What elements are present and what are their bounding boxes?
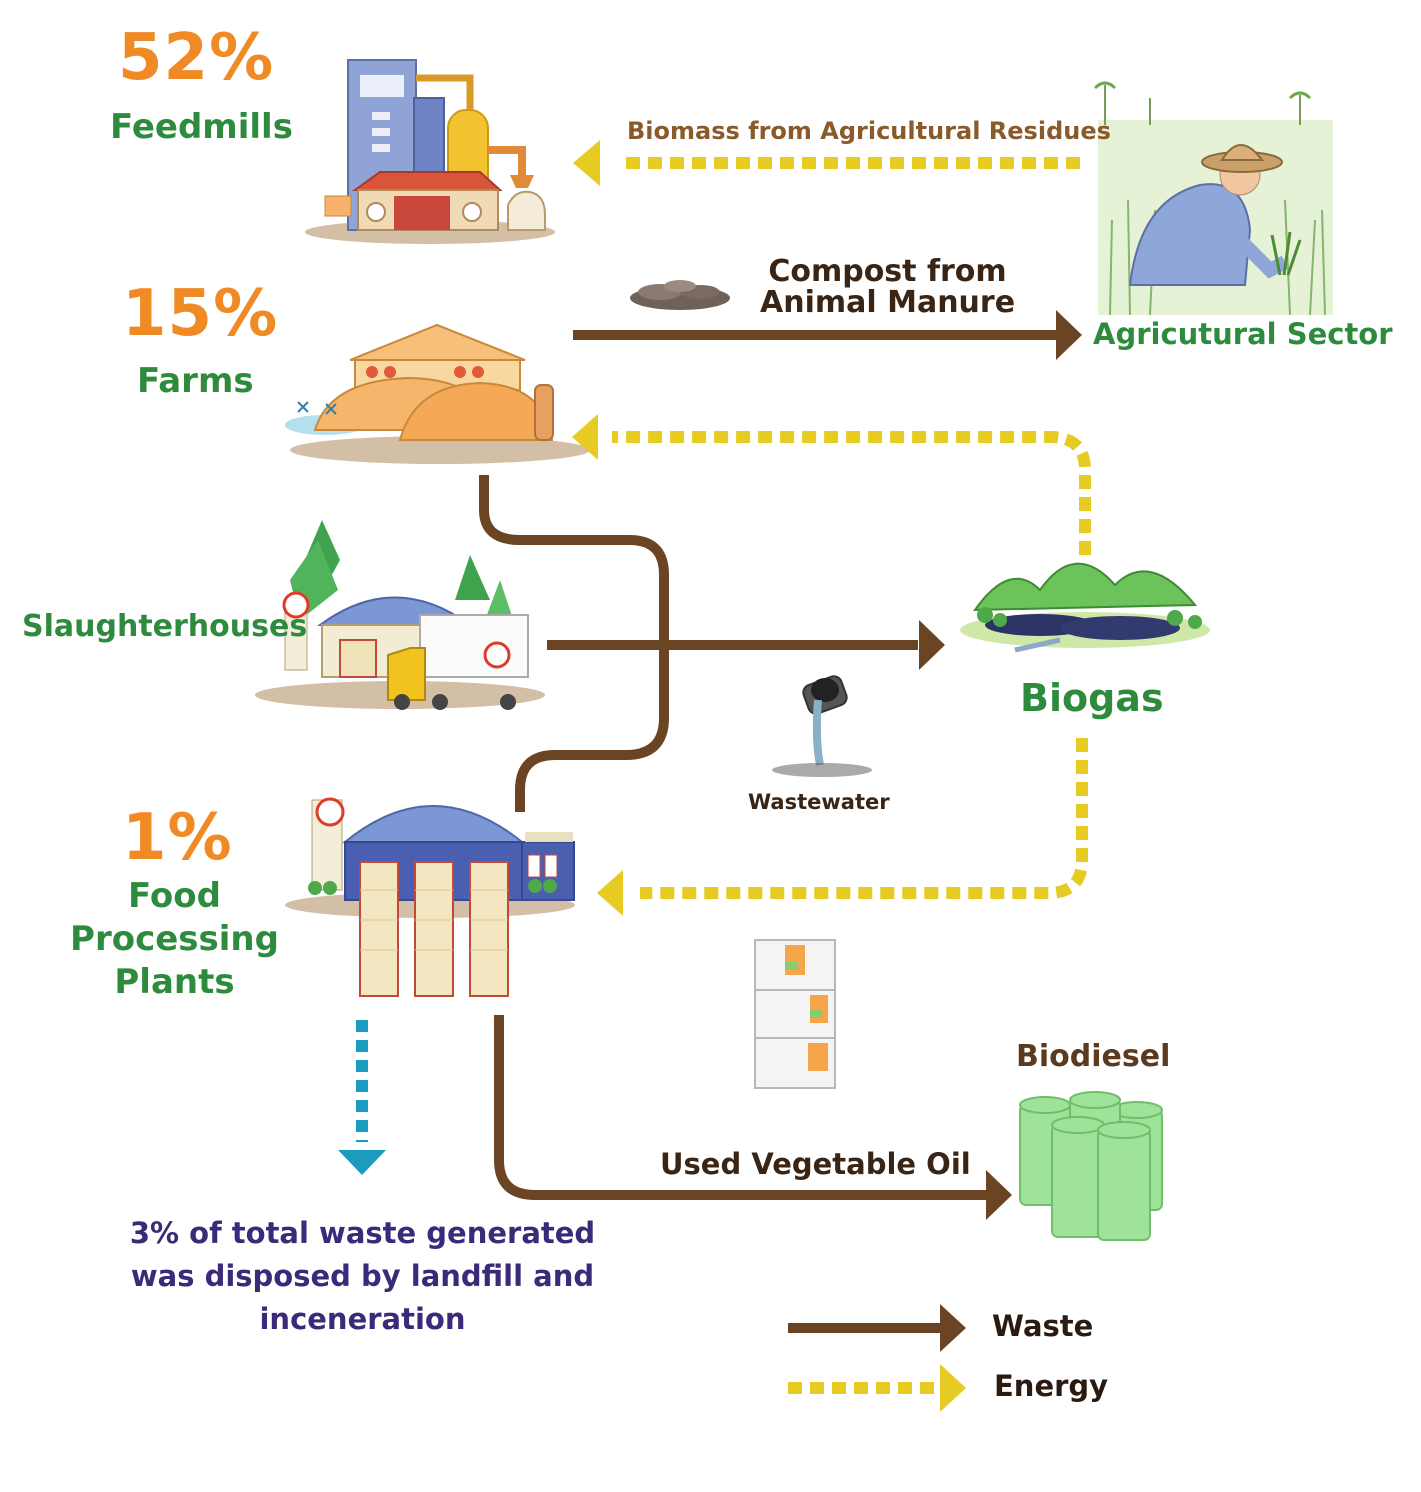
farms-waste-line	[479, 475, 669, 812]
landfill-note-line-2: was disposed by landfill and	[130, 1259, 595, 1293]
biodiesel-label: Biodiesel	[1016, 1039, 1171, 1074]
biogas-to-farms-energy-arrow	[612, 431, 1091, 555]
food-plants-line-2: Processing	[70, 919, 279, 959]
wastewater-pipe-icon	[772, 675, 872, 777]
feedmills-percent: 52%	[118, 21, 275, 95]
legend-energy-label: Energy	[994, 1369, 1109, 1403]
farm-icon	[285, 323, 590, 464]
slaughterhouse-waste-arrowhead	[919, 620, 945, 670]
slaughterhouse-icon	[255, 520, 545, 710]
biogas-label: Biogas	[1020, 676, 1164, 720]
compost-waste-arrowhead	[1056, 310, 1082, 360]
used-oil-waste-arrow	[494, 1015, 988, 1200]
food-plants-percent: 1%	[122, 801, 233, 875]
farmer-field-icon	[1093, 81, 1333, 316]
compost-line-2: Animal Manure	[760, 285, 1016, 320]
used-oil-waste-arrowhead	[986, 1170, 1012, 1220]
compost-flow-label: Compost from Animal Manure	[760, 256, 1015, 318]
farms-label: Farms	[137, 361, 254, 401]
biogas-to-plants-energy-arrow	[640, 738, 1088, 899]
biomass-flow-label: Biomass from Agricultural Residues	[627, 117, 1111, 145]
biomass-energy-arrowhead	[573, 140, 600, 186]
slaughterhouses-label: Slaughterhouses	[22, 609, 308, 644]
farms-percent: 15%	[122, 277, 279, 351]
landfill-note: 3% of total waste generated was disposed…	[120, 1212, 605, 1341]
landfill-note-line-3: inceneration	[259, 1302, 466, 1336]
compost-line-1: Compost from	[768, 254, 1007, 289]
legend-energy-arrowhead	[940, 1364, 966, 1412]
used-oil-flow-label: Used Vegetable Oil	[660, 1147, 971, 1181]
feedmills-label: Feedmills	[110, 107, 293, 147]
compost-pile-icon	[630, 280, 730, 310]
food-plant-icon	[285, 797, 575, 997]
biodiesel-barrels-icon	[1019, 1091, 1163, 1241]
food-plants-line-3: Plants	[114, 962, 235, 1002]
food-plants-label: Food Processing Plants	[62, 875, 287, 1004]
landfill-arrowhead	[338, 1150, 386, 1175]
legend-waste-label: Waste	[992, 1309, 1094, 1343]
feedmill-icon	[305, 59, 555, 244]
landfill-note-line-1: 3% of total waste generated	[129, 1216, 596, 1250]
biogas-pond-icon	[960, 562, 1210, 653]
legend-waste-arrowhead	[940, 1304, 966, 1352]
biogas-to-farms-energy-arrowhead	[572, 414, 598, 460]
packaging-boxes-icon	[754, 939, 836, 1089]
agricultural-sector-label: Agricutural Sector	[1093, 317, 1393, 351]
biogas-to-plants-energy-arrowhead	[597, 870, 623, 916]
food-plants-line-1: Food	[128, 876, 221, 916]
wastewater-label: Wastewater	[748, 790, 890, 814]
